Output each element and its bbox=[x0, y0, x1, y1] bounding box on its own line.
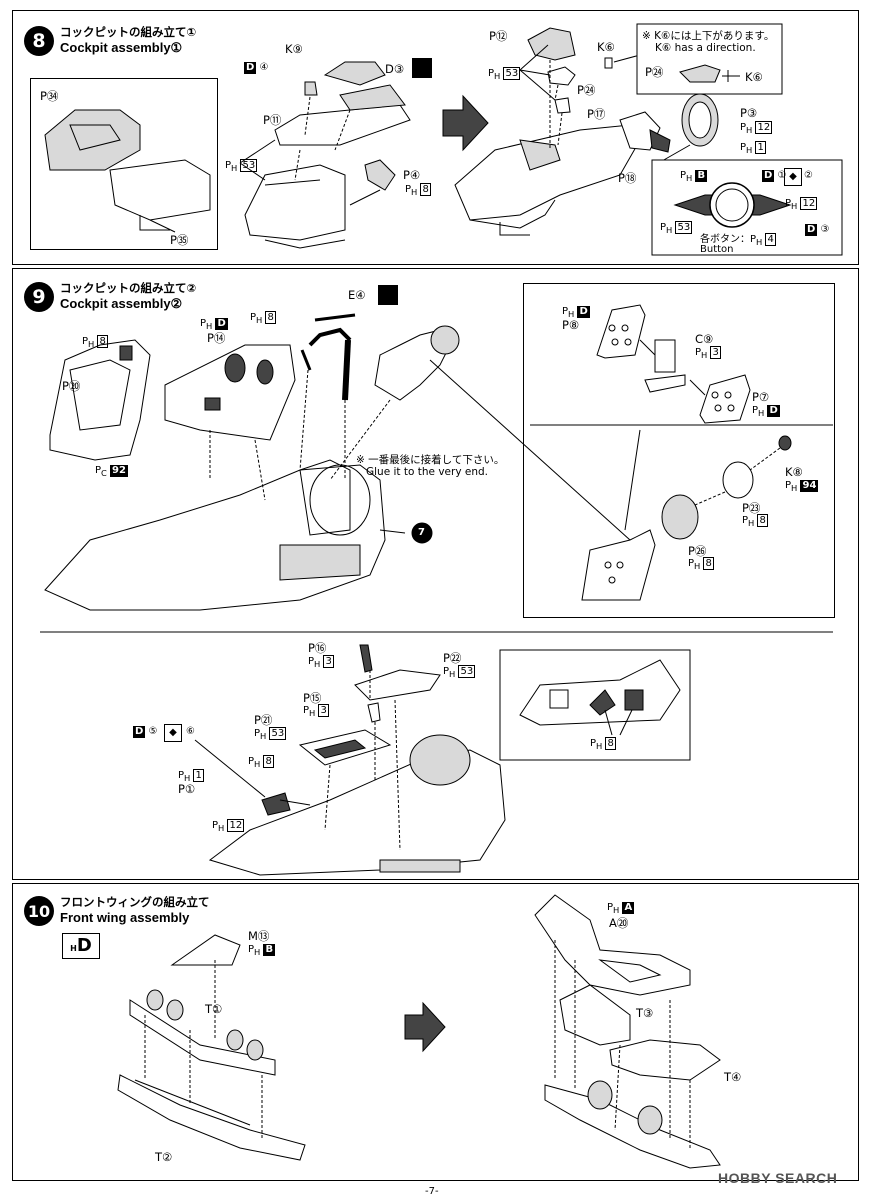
label-phB2: PH B bbox=[248, 944, 276, 957]
label-rp8: P⑧ bbox=[562, 318, 580, 332]
label-ph53d: PH 53 bbox=[443, 665, 476, 679]
label-phB: PH B bbox=[680, 170, 708, 183]
label-rphD: PH D bbox=[562, 306, 590, 319]
step-number-badge: 8 bbox=[24, 26, 54, 56]
label-rph3: PH 3 bbox=[695, 346, 721, 360]
label-rp7: P⑦ bbox=[752, 390, 770, 404]
label-d5: D ⑤ bbox=[133, 726, 158, 738]
label-p34: P㉞ bbox=[40, 89, 59, 103]
label-ph12c: PH 12 bbox=[212, 819, 245, 833]
label-p3: P③ bbox=[740, 106, 758, 120]
label-t3: T③ bbox=[636, 1006, 654, 1020]
label-p12: P⑫ bbox=[489, 29, 508, 43]
label-t2: T② bbox=[155, 1150, 173, 1164]
step-title-en: Cockpit assembly② bbox=[60, 296, 183, 311]
label-p35: P㉟ bbox=[170, 233, 189, 247]
decal-icon: ◆ bbox=[164, 724, 182, 742]
label-p14: P⑭ bbox=[207, 331, 226, 345]
glue-note-jp: ※ 一番最後に接着して下さい。 bbox=[356, 454, 505, 466]
step-8-panel bbox=[12, 10, 859, 265]
label-rph8: PH 8 bbox=[742, 514, 768, 528]
button-note: 各ボタン：PH 4 bbox=[700, 233, 776, 247]
label-rk8: K⑧ bbox=[785, 465, 803, 479]
label-ph8e: PH 8 bbox=[590, 737, 616, 751]
label-a20: A⑳ bbox=[609, 916, 629, 930]
label-p24: P㉔ bbox=[577, 83, 596, 97]
label-d3b: D ③ bbox=[805, 224, 830, 236]
label-ph8: PH 8 bbox=[405, 183, 431, 197]
label-p17: P⑰ bbox=[587, 107, 606, 121]
step-ref-7: 7 bbox=[418, 527, 425, 538]
step-9-illustration bbox=[40, 304, 833, 876]
label-p18: P⑱ bbox=[618, 171, 637, 185]
page-number: -7- bbox=[425, 1186, 439, 1197]
label-p11: P⑪ bbox=[263, 113, 282, 127]
label-d3: D③ bbox=[385, 62, 405, 76]
step-title-jp: コックピットの組み立て② bbox=[60, 281, 197, 295]
label-m13: M⑬ bbox=[248, 929, 270, 943]
label-ph12b: PH 12 bbox=[785, 197, 818, 211]
label-p15: P⑮ bbox=[303, 691, 322, 705]
step-number-badge: 10 bbox=[24, 896, 54, 926]
label-pc92: PC 92 bbox=[95, 465, 128, 478]
step-8-illustration bbox=[44, 23, 843, 256]
step-9-panel bbox=[12, 268, 859, 880]
label-ph53e: PH 53 bbox=[254, 727, 287, 741]
label-d4: D ④ bbox=[244, 62, 269, 74]
label-rp23: P㉓ bbox=[742, 501, 761, 515]
glue-note-en: Glue it to the very end. bbox=[366, 466, 488, 478]
label-p21: P㉑ bbox=[254, 713, 273, 727]
label-p1: P① bbox=[178, 782, 196, 796]
button-note-en: Button bbox=[700, 244, 734, 255]
right-detail-box bbox=[523, 283, 835, 618]
step-10-panel bbox=[12, 883, 859, 1181]
label-p16: P⑯ bbox=[308, 641, 327, 655]
paint-code-badge: HD bbox=[62, 933, 100, 959]
label-rc9: C⑨ bbox=[695, 332, 714, 346]
label-ph1: PH 1 bbox=[740, 141, 766, 155]
label-d1: D ① bbox=[762, 170, 787, 182]
label-phD: PH D bbox=[200, 318, 228, 331]
label-k6: K⑥ bbox=[597, 40, 615, 54]
label-ph8c: PH 8 bbox=[82, 335, 108, 349]
step-title-jp: コックピットの組み立て① bbox=[60, 25, 197, 39]
label-k6b: K⑥ bbox=[745, 70, 763, 84]
label-ph3b: PH 3 bbox=[303, 704, 329, 718]
step-title-jp: フロントウィングの組み立て bbox=[60, 895, 210, 909]
label-p22: P㉒ bbox=[443, 651, 462, 665]
paint-icon bbox=[378, 285, 398, 305]
paint-icon bbox=[412, 58, 432, 78]
label-ph53b: PH 53 bbox=[488, 67, 521, 81]
label-p24b: P㉔ bbox=[645, 65, 664, 79]
direction-note-en: K⑥ has a direction. bbox=[655, 42, 756, 54]
label-phA: PH A bbox=[607, 902, 635, 915]
label-ph8b: PH 8 bbox=[250, 311, 276, 325]
label-ph1b: PH 1 bbox=[178, 769, 204, 783]
decal-icon: ◆ bbox=[784, 168, 802, 186]
label-rph8b: PH 8 bbox=[688, 557, 714, 571]
label-ph53: PH 53 bbox=[225, 159, 258, 173]
label-ph53c: PH 53 bbox=[660, 221, 693, 235]
label-rphD2: PH D bbox=[752, 405, 780, 418]
label-p20: P⑳ bbox=[62, 379, 81, 393]
step-title-en: Front wing assembly bbox=[60, 910, 190, 925]
label-rp26: P㉖ bbox=[688, 544, 707, 558]
label-k9: K⑨ bbox=[285, 42, 303, 56]
label-d6: ⑥ bbox=[186, 726, 195, 737]
label-rph94: PH 94 bbox=[785, 480, 819, 493]
label-ph8d: PH 8 bbox=[248, 755, 274, 769]
label-e4: E④ bbox=[348, 288, 366, 302]
label-d2: ② bbox=[804, 170, 813, 181]
direction-note-jp: ※ K⑥には上下があります。 bbox=[642, 30, 775, 42]
label-t1: T① bbox=[205, 1002, 223, 1016]
label-ph3a: PH 3 bbox=[308, 655, 334, 669]
step-title-en: Cockpit assembly① bbox=[60, 40, 183, 55]
label-ph12: PH 12 bbox=[740, 121, 773, 135]
label-t4: T④ bbox=[724, 1070, 742, 1084]
step-number-badge: 9 bbox=[24, 282, 54, 312]
watermark: HOBBY SEARCH bbox=[718, 1170, 838, 1186]
label-p4: P④ bbox=[403, 168, 421, 182]
